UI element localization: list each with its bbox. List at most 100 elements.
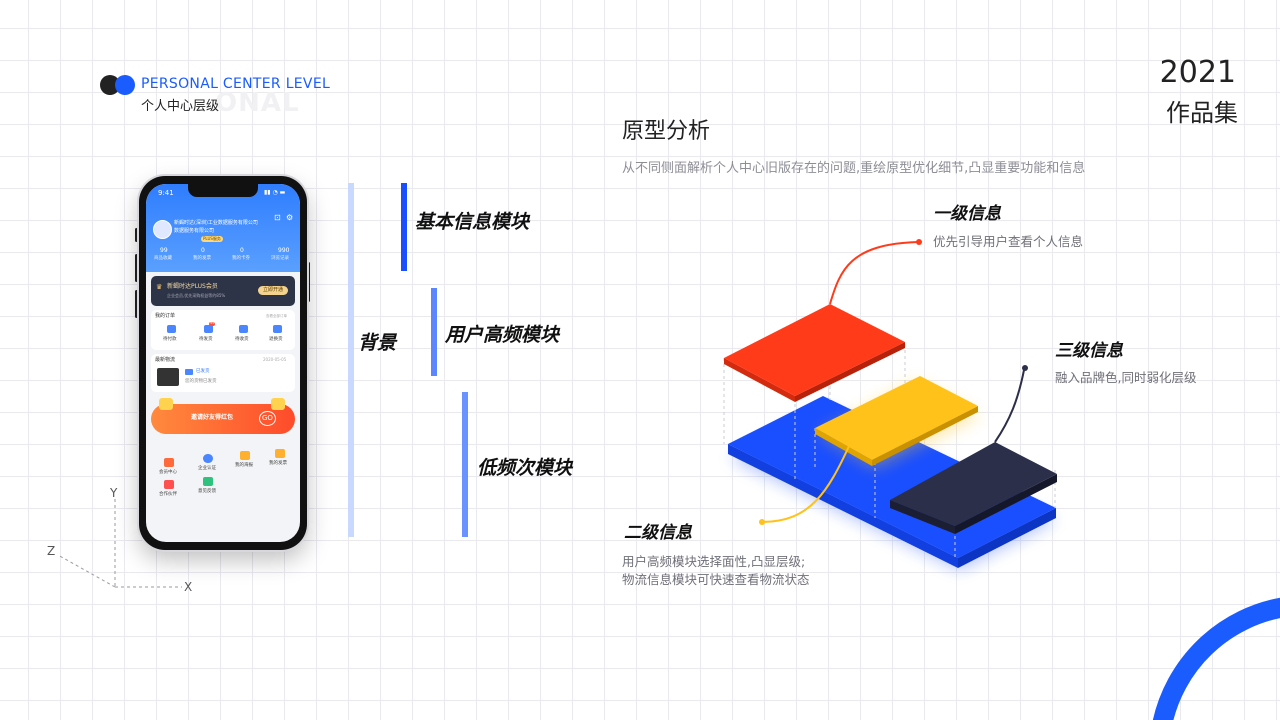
level1-desc: 优先引导用户查看个人信息: [933, 234, 1084, 249]
phone-power-button: [307, 262, 310, 302]
gear-icon[interactable]: ⚙: [286, 213, 294, 222]
level2-layer: [815, 376, 978, 460]
low-freq-module-bar: [462, 392, 468, 537]
service-label[interactable]: 合作伙伴: [159, 492, 177, 497]
level2-connector: [761, 443, 851, 523]
order-ship-icon[interactable]: [204, 325, 213, 333]
order-label[interactable]: 待收货: [235, 337, 249, 342]
high-freq-module-label: 用户高频模块: [445, 324, 560, 346]
level1-title: 一级信息: [933, 204, 1001, 224]
vip-open-button[interactable]: 立即开通: [258, 286, 289, 295]
level3-connector-dot: [1022, 365, 1028, 371]
logistics-desc: 您的货物已发货: [185, 379, 217, 384]
phone-volume-down: [135, 290, 138, 318]
stat-label[interactable]: 浏览记录: [271, 256, 289, 261]
vip-title: 新蝎时达PLUS会员: [167, 283, 218, 290]
partner-icon[interactable]: [164, 480, 174, 489]
service-label[interactable]: 意见反馈: [198, 489, 216, 494]
low-freq-module-label: 低频次模块: [477, 457, 573, 479]
level3-layer-side: [890, 500, 955, 534]
level2-desc-line1: 用户高频模块选择面性,凸显层级;: [622, 554, 806, 569]
service-label[interactable]: 企业认证: [198, 466, 216, 471]
product-thumbnail: [157, 368, 179, 386]
axis-x-label: X: [184, 580, 193, 594]
background-label: 背景: [358, 332, 397, 354]
poster-icon[interactable]: [240, 451, 250, 460]
plus-service-tag: PLUS服务: [201, 236, 223, 242]
level3-connector: [994, 369, 1025, 443]
logistics-card[interactable]: 最新物流 2020-05-05 已发货 您的货物已发货: [151, 354, 295, 392]
company-name: 新蝎时达(深圳)工业数据服务有限公司: [174, 220, 258, 226]
logistics-date: 2020-05-05: [263, 357, 287, 362]
high-freq-module-bar: [431, 288, 437, 376]
stat-label[interactable]: 我的发票: [193, 256, 211, 261]
status-icons: ▮▮ ◔ ▬: [264, 189, 286, 196]
prototype-subtitle: 从不同侧面解析个人中心旧版存在的问题,重绘原型优化细节,凸显重要功能和信息: [622, 161, 1086, 176]
order-receive-icon[interactable]: [239, 325, 248, 333]
order-label[interactable]: 待发货: [199, 337, 213, 342]
order-label[interactable]: 退换货: [269, 337, 283, 342]
service-grid: 会员中心 企业认证 我的海报 我的发票 合作伙伴 意见反馈: [151, 442, 295, 512]
truck-icon: [185, 369, 193, 375]
feedback-icon[interactable]: [203, 477, 213, 486]
logistics-title: 最新物流: [155, 357, 176, 363]
basic-module-bar: [401, 183, 407, 271]
background-bar: [348, 183, 354, 537]
status-time: 9:41: [158, 189, 174, 197]
level1-layer: [724, 304, 905, 396]
scan-icon[interactable]: ⊡: [274, 213, 281, 222]
service-label[interactable]: 我的海报: [235, 463, 253, 468]
axis-gizmo: [57, 499, 182, 588]
orders-more-link[interactable]: 查看全部订单: [266, 314, 287, 318]
phone-screen: 9:41 ▮▮ ◔ ▬ 新蝎时达(深圳)工业数据服务有限公司 数据服务有限公司 …: [146, 184, 300, 542]
level2-connector-dot: [759, 519, 765, 525]
stat-label[interactable]: 商品收藏: [154, 256, 172, 261]
phone-mockup: 9:41 ▮▮ ◔ ▬ 新蝎时达(深圳)工业数据服务有限公司 数据服务有限公司 …: [139, 176, 307, 550]
level2-title: 二级信息: [624, 523, 692, 543]
stat-num[interactable]: 99: [160, 247, 168, 254]
gift-icon: [271, 398, 285, 410]
crown-icon: ♛: [156, 283, 163, 291]
go-button[interactable]: GO: [259, 411, 276, 426]
service-label[interactable]: 会员中心: [159, 470, 177, 475]
gift-icon: [159, 398, 173, 410]
stat-num[interactable]: 0: [240, 247, 244, 254]
level2-desc-line2: 物流信息模块可快速查看物流状态: [622, 572, 810, 587]
logistics-status: 已发货: [196, 369, 210, 374]
service-label[interactable]: 我的发票: [269, 461, 287, 466]
stat-num[interactable]: 990: [278, 247, 290, 254]
level1-layer-side: [724, 358, 795, 402]
blue-dot: [115, 75, 135, 95]
enterprise-auth-icon[interactable]: [203, 454, 213, 463]
orders-card: 我的订单 查看全部订单 99 待付款 待发货 待收货 退换货: [151, 310, 295, 350]
basic-module-label: 基本信息模块: [415, 211, 530, 233]
stat-label[interactable]: 我的卡券: [232, 256, 250, 261]
level3-title: 三级信息: [1055, 341, 1123, 361]
phone-volume-up: [135, 254, 138, 282]
level2-layer-side: [815, 428, 872, 466]
order-return-icon[interactable]: [273, 325, 282, 333]
vip-card[interactable]: ♛ 新蝎时达PLUS会员 企业会员,优先采购权益等约85% 立即开通: [151, 276, 295, 306]
phone-notch: [188, 184, 258, 197]
invite-banner[interactable]: 邀请好友得红包 GO: [151, 398, 295, 434]
vip-subtitle: 企业会员,优先采购权益等约85%: [167, 293, 226, 298]
year-label: 2021: [1159, 55, 1236, 90]
level2-layer-side: [872, 406, 978, 466]
base-layer-side: [728, 444, 958, 568]
avatar[interactable]: [153, 220, 172, 239]
phone-side-button: [135, 228, 138, 242]
invoice-icon[interactable]: [275, 449, 285, 458]
company-name-line2: 数据服务有限公司: [174, 228, 215, 234]
order-label[interactable]: 待付款: [163, 337, 177, 342]
level3-desc: 融入品牌色,同时弱化层级: [1055, 370, 1197, 385]
brand-title-en: PERSONAL CENTER LEVEL: [141, 76, 331, 92]
stat-num[interactable]: 0: [201, 247, 205, 254]
order-pay-icon[interactable]: [167, 325, 176, 333]
layer-diagram: [723, 239, 1057, 570]
level1-connector-dot: [916, 239, 922, 245]
member-center-icon[interactable]: [164, 458, 174, 467]
decorative-arc: [1152, 597, 1280, 720]
orders-title: 我的订单: [155, 313, 176, 319]
brand-title-cn: 个人中心层级: [141, 99, 220, 114]
collection-label: 作品集: [1166, 99, 1238, 127]
